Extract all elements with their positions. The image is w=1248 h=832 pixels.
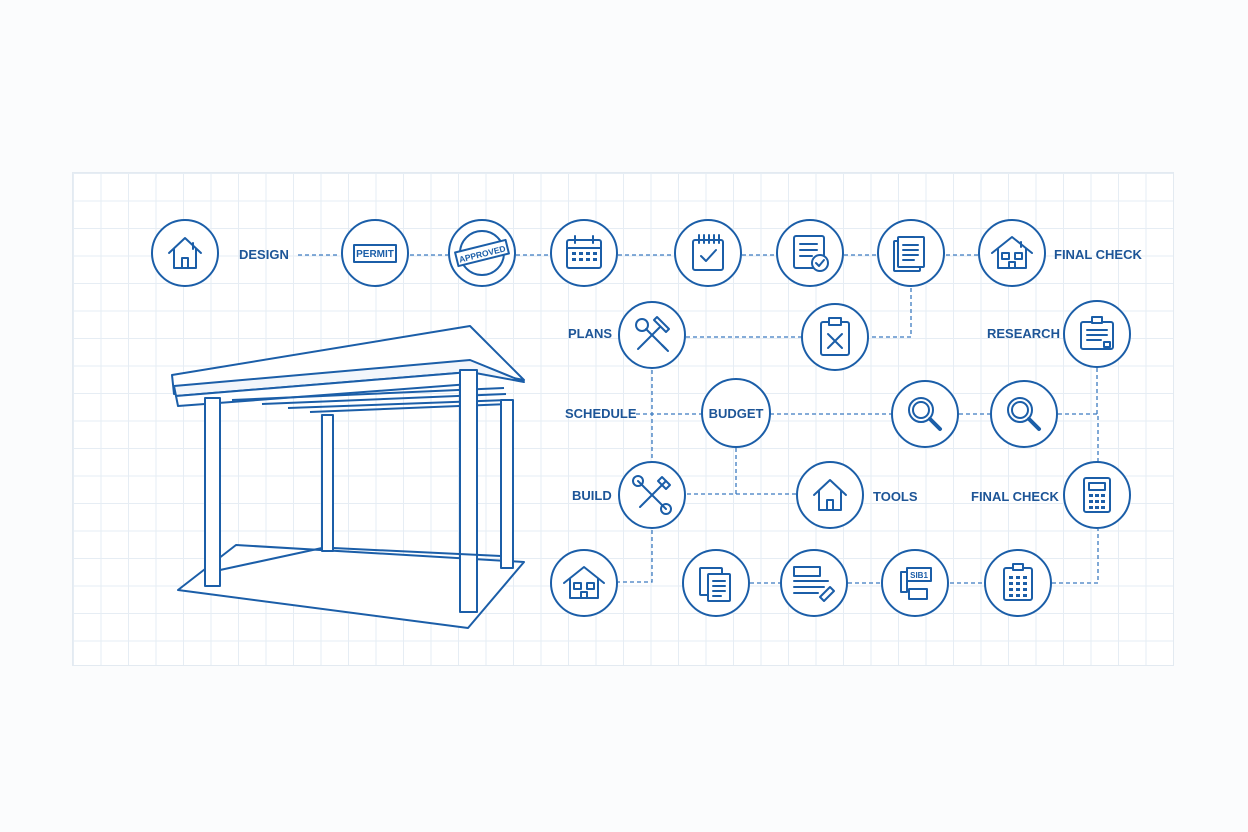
node-permit: PERMIT — [341, 219, 409, 287]
node-approved-document — [776, 219, 844, 287]
node-documents — [682, 549, 750, 617]
node-permit-form — [780, 549, 848, 617]
label-build: BUILD — [572, 488, 612, 503]
house-icon — [168, 237, 202, 269]
node-magnifier-2 — [990, 380, 1058, 448]
house-icon — [563, 566, 605, 599]
node-calendar — [550, 219, 618, 287]
node-design-house — [151, 219, 219, 287]
node-sign: SIB1 — [881, 549, 949, 617]
tools-icon — [635, 316, 670, 352]
documents-icon — [699, 567, 731, 602]
svg-text:SIB1: SIB1 — [910, 571, 928, 580]
label-design: DESIGN — [239, 247, 289, 262]
permit-form-icon — [793, 566, 835, 602]
label-final-check-top: FINAL CHECK — [1054, 247, 1142, 262]
calendar-icon — [1003, 563, 1033, 601]
node-document-stack — [877, 219, 945, 287]
house-icon — [813, 479, 847, 511]
permit-stamp-icon: PERMIT — [353, 244, 397, 263]
label-budget: BUDGET — [709, 406, 764, 421]
clipboard-icon — [820, 317, 850, 356]
node-clipboard — [801, 303, 869, 371]
label-research: RESEARCH — [987, 326, 1060, 341]
sign-icon: SIB1 — [900, 567, 932, 600]
node-checklist — [674, 219, 742, 287]
node-budget: BUDGET — [701, 378, 771, 448]
node-magnifier-1 — [891, 380, 959, 448]
svg-text:PERMIT: PERMIT — [356, 249, 394, 260]
node-tools-house — [796, 461, 864, 529]
magnifier-icon — [908, 397, 942, 431]
node-bottom-calendar — [984, 549, 1052, 617]
node-research — [1063, 300, 1131, 368]
magnifier-icon — [1007, 397, 1041, 431]
node-approved: APPROVED — [448, 219, 516, 287]
node-calculator — [1063, 461, 1131, 529]
checklist-icon — [692, 234, 724, 271]
house-icon — [991, 236, 1033, 269]
connectors — [298, 254, 1099, 584]
node-plans-tools — [618, 301, 686, 369]
node-bottom-house — [550, 549, 618, 617]
approved-stamp-icon: APPROVED — [454, 230, 510, 276]
document-stack-icon — [893, 236, 925, 272]
calculator-icon — [1083, 477, 1111, 513]
wrench-screwdriver-icon — [632, 475, 672, 515]
approved-document-icon — [793, 235, 829, 272]
label-plans: PLANS — [568, 326, 612, 341]
tray-document-icon — [1080, 316, 1114, 350]
pergola-illustration — [171, 325, 525, 629]
node-final-check-house — [978, 219, 1046, 287]
calendar-icon — [566, 235, 602, 269]
node-build — [618, 461, 686, 529]
label-final-check-mid: FINAL CHECK — [971, 489, 1059, 504]
label-tools: TOOLS — [873, 489, 918, 504]
label-schedule: SCHEDULE — [565, 406, 637, 421]
